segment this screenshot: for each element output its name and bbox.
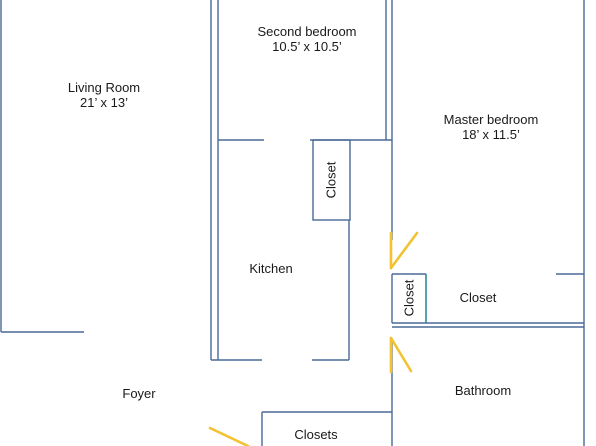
master-bedroom-name: Master bedroom (443, 112, 539, 127)
foyer-label: Foyer (122, 386, 155, 401)
second-bedroom-size: 10.5’ x 10.5’ (272, 39, 342, 54)
master-closet-name: Closet (459, 290, 497, 305)
kitchen-walls (211, 220, 350, 361)
bathroom-label: Bathroom (455, 383, 511, 398)
closets-name: Closets (294, 427, 338, 442)
closets-label: Closets (294, 427, 337, 442)
master-bedroom-size: 18’ x 11.5’ (462, 127, 520, 142)
second-bedroom-name: Second bedroom (257, 24, 357, 39)
door-swings (208, 231, 419, 446)
bathroom-door-swing (389, 336, 413, 373)
kitchen-label: Kitchen (249, 261, 292, 276)
second-bedroom-label: Second bedroom 10.5’ x 10.5’ (257, 24, 356, 54)
small-closet-label: Closet (401, 279, 417, 317)
master-bedroom-walls (391, 0, 585, 275)
small-closet (391, 273, 585, 324)
entry-door-swing (208, 426, 250, 446)
living-room-label: Living Room 21’ x 13’ (68, 80, 140, 110)
living-room-walls (0, 0, 84, 333)
living-room-name: Living Room (67, 80, 141, 95)
master-bedroom-label: Master bedroom 18’ x 11.5’ (444, 112, 539, 142)
master-door-swing (389, 231, 419, 270)
second-bedroom-walls (210, 0, 392, 360)
kitchen-closet-box (312, 139, 351, 221)
kitchen-closet-label: Closet (323, 161, 339, 199)
kitchen-name: Kitchen (249, 261, 293, 276)
bathroom-name: Bathroom (454, 383, 512, 398)
living-room-size: 21’ x 13’ (80, 95, 128, 110)
foyer-name: Foyer (122, 386, 156, 401)
bottom-closets (261, 411, 392, 446)
master-closet-label: Closet (460, 290, 497, 305)
